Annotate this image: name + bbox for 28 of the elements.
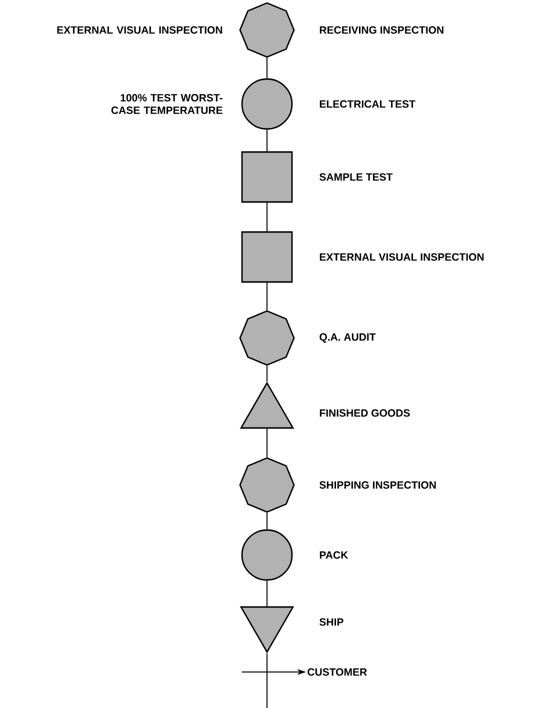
step-label: RECEIVING INSPECTION xyxy=(320,26,444,34)
connector-line xyxy=(266,512,268,530)
connector-line xyxy=(266,652,268,708)
step-label: PACK xyxy=(320,551,348,559)
step-label: EXTERNAL VISUAL INSPECTION xyxy=(320,253,484,261)
step-label: 100% TEST WORST-CASE TEMPERATURE xyxy=(111,94,222,114)
circle-symbol xyxy=(241,529,293,581)
step-label: ELECTRICAL TEST xyxy=(320,100,416,108)
square-symbol xyxy=(241,151,293,203)
octagon-symbol xyxy=(239,2,295,58)
square-symbol xyxy=(241,231,293,283)
end-label: CUSTOMER xyxy=(308,668,367,676)
connector-line xyxy=(266,57,268,79)
connector-line xyxy=(266,428,268,458)
circle-symbol xyxy=(241,78,293,130)
connector-line xyxy=(266,202,268,232)
connector-line xyxy=(266,129,268,152)
connector-line xyxy=(266,580,268,607)
octagon-symbol xyxy=(239,310,295,366)
step-label: SHIPPING INSPECTION xyxy=(320,481,436,489)
step-label: EXTERNAL VISUAL INSPECTION xyxy=(57,26,222,34)
step-label: Q.A. AUDIT xyxy=(320,333,376,343)
connector-line xyxy=(266,365,268,382)
step-label: FINISHED GOODS xyxy=(320,409,410,417)
step-label: SAMPLE TEST xyxy=(320,173,393,181)
octagon-symbol xyxy=(239,457,295,513)
connector-line xyxy=(266,282,268,311)
step-label: SHIP xyxy=(320,618,344,626)
